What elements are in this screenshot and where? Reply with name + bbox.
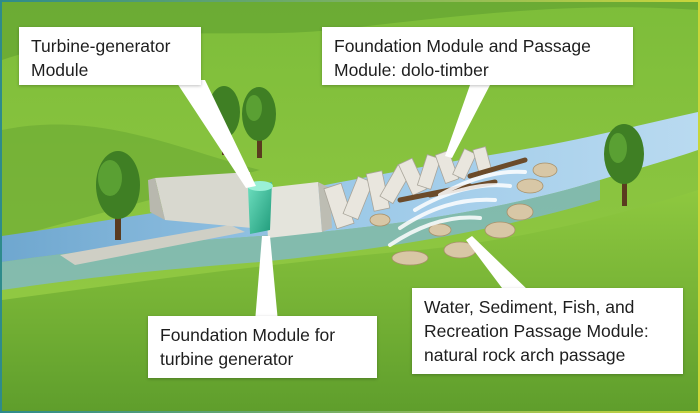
callout-water-passage-line3: natural rock arch passage bbox=[424, 345, 626, 365]
callout-turbine-generator-line1: Turbine-generator bbox=[31, 36, 171, 56]
distant-hill bbox=[2, 2, 698, 60]
turbine-generator bbox=[248, 182, 272, 234]
callout-foundation-passage: Foundation Module and Passage Module: do… bbox=[322, 27, 633, 85]
concrete-block-right bbox=[265, 182, 322, 238]
left-embankment bbox=[60, 225, 245, 265]
rock-arch-passage bbox=[369, 162, 558, 266]
callout-foundation-passage-line1: Foundation Module and Passage bbox=[334, 36, 591, 56]
callout-foundation-turbine-line1: Foundation Module for bbox=[160, 325, 336, 345]
callout-foundation-passage-line2: Module: dolo-timber bbox=[334, 60, 489, 80]
tree-right bbox=[604, 124, 644, 206]
pointer-foundation-passage bbox=[445, 85, 490, 158]
pointer-foundation-turbine bbox=[255, 236, 278, 322]
callout-foundation-turbine-line2: turbine generator bbox=[160, 349, 294, 369]
callout-water-passage-line2: Recreation Passage Module: bbox=[424, 321, 649, 341]
dolo-timber-structures bbox=[323, 146, 493, 230]
river-downstream bbox=[2, 180, 600, 290]
callout-turbine-generator-line2: Module bbox=[31, 60, 89, 80]
callout-turbine-generator: Turbine-generator Module bbox=[19, 27, 201, 85]
callout-foundation-turbine: Foundation Module for turbine generator bbox=[148, 316, 377, 378]
concrete-block-left bbox=[155, 172, 252, 228]
tree-left bbox=[96, 151, 140, 240]
callout-water-passage: Water, Sediment, Fish, and Recreation Pa… bbox=[412, 288, 683, 374]
pointer-water-passage bbox=[466, 236, 530, 292]
river bbox=[2, 112, 698, 262]
tree-middle-2 bbox=[242, 87, 276, 158]
white-water-arcs bbox=[388, 169, 527, 247]
pointer-turbine-generator bbox=[175, 80, 256, 188]
callout-water-passage-line1: Water, Sediment, Fish, and bbox=[424, 297, 635, 317]
